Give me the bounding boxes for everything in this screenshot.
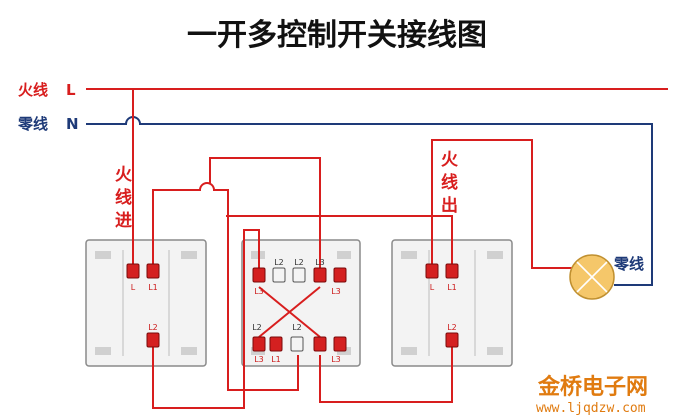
- neutral-line-letter: N: [66, 115, 79, 133]
- watermark-name: 金桥电子网: [537, 374, 648, 400]
- middle-bottom-right-wire: [319, 340, 453, 403]
- middle-cross-wire-b: [258, 286, 321, 338]
- middle-top-sub-label-1: L3: [254, 287, 264, 296]
- middle-bottom-terminal-5: [333, 336, 347, 352]
- left-terminal-l2: [146, 332, 160, 348]
- right-terminal-l1-label: L1: [447, 283, 457, 292]
- left-terminal-l1: [146, 263, 160, 279]
- right-l1-to-middle-wire: [226, 215, 453, 268]
- right-terminal-l-label: L: [430, 283, 435, 292]
- switch-left: [85, 239, 207, 367]
- middle-top-sub-label-2: L3: [331, 287, 341, 296]
- middle-top-label-1: L2: [274, 258, 284, 267]
- right-terminal-l2: [445, 332, 459, 348]
- right-terminal-l1: [445, 263, 459, 279]
- live-out-char-2: 线: [441, 172, 458, 193]
- left-terminal-l: [126, 263, 140, 279]
- middle-top-label-2: L2: [294, 258, 304, 267]
- right-terminal-l: [425, 263, 439, 279]
- neutral-line-label: 零线: [17, 115, 48, 133]
- middle-top-label-3: L3: [315, 258, 325, 267]
- middle-bottom-terminal-3: [290, 336, 304, 352]
- middle-bottom-sub-label-2: L1: [271, 355, 281, 364]
- middle-top-terminal-5: [333, 267, 347, 283]
- middle-bottom-sub-label-3: L3: [331, 355, 341, 364]
- live-in-char-3: 进: [115, 211, 132, 231]
- left-l2-to-middle-top-wire: [152, 229, 260, 409]
- middle-bottom-sub-label-1: L3: [254, 355, 264, 364]
- middle-bottom-label-1: L2: [252, 323, 262, 332]
- live-out-char-3: 出: [441, 195, 458, 216]
- lamp-icon: [569, 254, 615, 300]
- live-in-char-1: 火: [115, 165, 133, 185]
- diagram-title: 一开多控制开关接线图: [187, 18, 487, 53]
- middle-top-terminal-3: [292, 267, 306, 283]
- live-line-label: 火线: [18, 81, 48, 99]
- watermark-url: www.ljqdzw.com: [536, 401, 646, 416]
- middle-top-terminal-2: [272, 267, 286, 283]
- middle-bottom-terminal-1: [252, 336, 266, 352]
- left-terminal-l-label: L: [131, 283, 136, 292]
- middle-top-right-wire: [209, 157, 321, 268]
- lamp-neutral-label: 零线: [613, 255, 644, 273]
- left-terminal-l1-label: L1: [148, 283, 158, 292]
- live-out-char-1: 火: [441, 150, 459, 170]
- middle-top-terminal-4: [313, 267, 327, 283]
- middle-bottom-terminal-2: [269, 336, 283, 352]
- live-line-letter: L: [66, 81, 76, 99]
- left-l1-to-middle-bottom-wire: [152, 182, 299, 391]
- middle-bottom-terminal-4: [313, 336, 327, 352]
- middle-bottom-label-2: L2: [292, 323, 302, 332]
- right-terminal-l2-label: L2: [447, 323, 457, 332]
- live-in-char-2: 线: [115, 187, 132, 208]
- left-terminal-l2-label: L2: [148, 323, 158, 332]
- neutral-main-wire: [86, 116, 653, 286]
- live-out-to-lamp-wire: [431, 139, 572, 269]
- middle-top-terminal-1: [252, 267, 266, 283]
